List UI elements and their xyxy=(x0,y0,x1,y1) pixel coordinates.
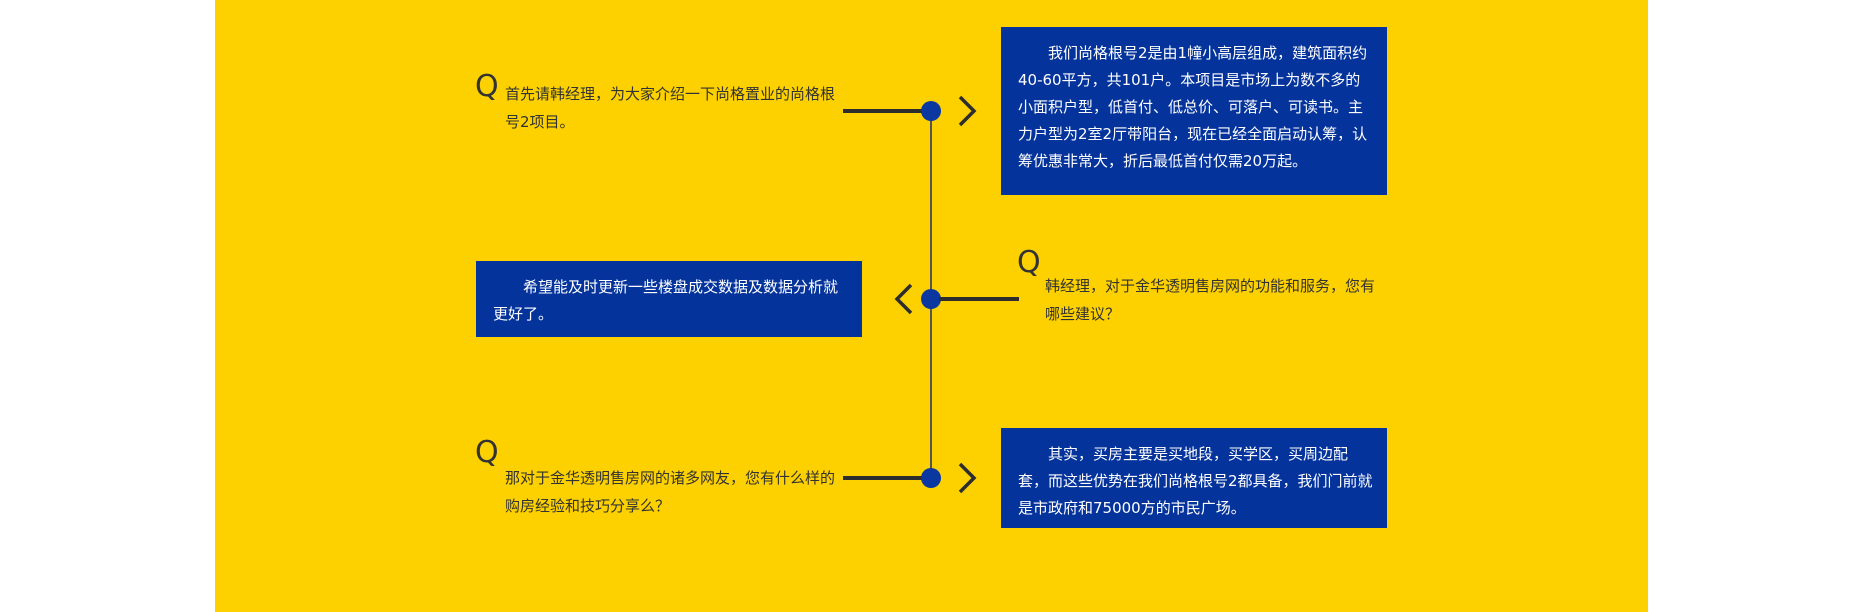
question-2-text: 韩经理，对于金华透明售房网的功能和服务，您有哪些建议？ xyxy=(1045,277,1376,323)
timeline-dot-3 xyxy=(921,468,941,488)
connector-line-3 xyxy=(843,476,923,480)
answer-2-box: 希望能及时更新一些楼盘成交数据及数据分析就更好了。 xyxy=(476,261,862,337)
q-icon: Q xyxy=(475,435,499,470)
timeline-dot-2 xyxy=(921,289,941,309)
chevron-right-icon xyxy=(958,462,977,494)
yellow-panel: Q 首先请韩经理，为大家介绍一下尚格置业的尚格根号2项目。 我们尚格根号2是由1… xyxy=(215,0,1648,612)
timeline-dot-1 xyxy=(921,101,941,121)
answer-1-box: 我们尚格根号2是由1幢小高层组成，建筑面积约40-60平方，共101户。本项目是… xyxy=(1001,27,1387,195)
question-1-text: 首先请韩经理，为大家介绍一下尚格置业的尚格根号2项目。 xyxy=(505,85,836,131)
chevron-left-icon xyxy=(894,283,913,315)
connector-line-1 xyxy=(843,109,923,113)
answer-3-box: 其实，买房主要是买地段，买学区，买周边配套，而这些优势在我们尚格根号2都具备，我… xyxy=(1001,428,1387,528)
q-icon: Q xyxy=(475,69,499,104)
q-icon: Q xyxy=(1017,245,1041,280)
connector-line-2 xyxy=(939,297,1019,301)
chevron-right-icon xyxy=(958,95,977,127)
question-3-text: 那对于金华透明售房网的诸多网友，您有什么样的购房经验和技巧分享么？ xyxy=(505,469,836,515)
